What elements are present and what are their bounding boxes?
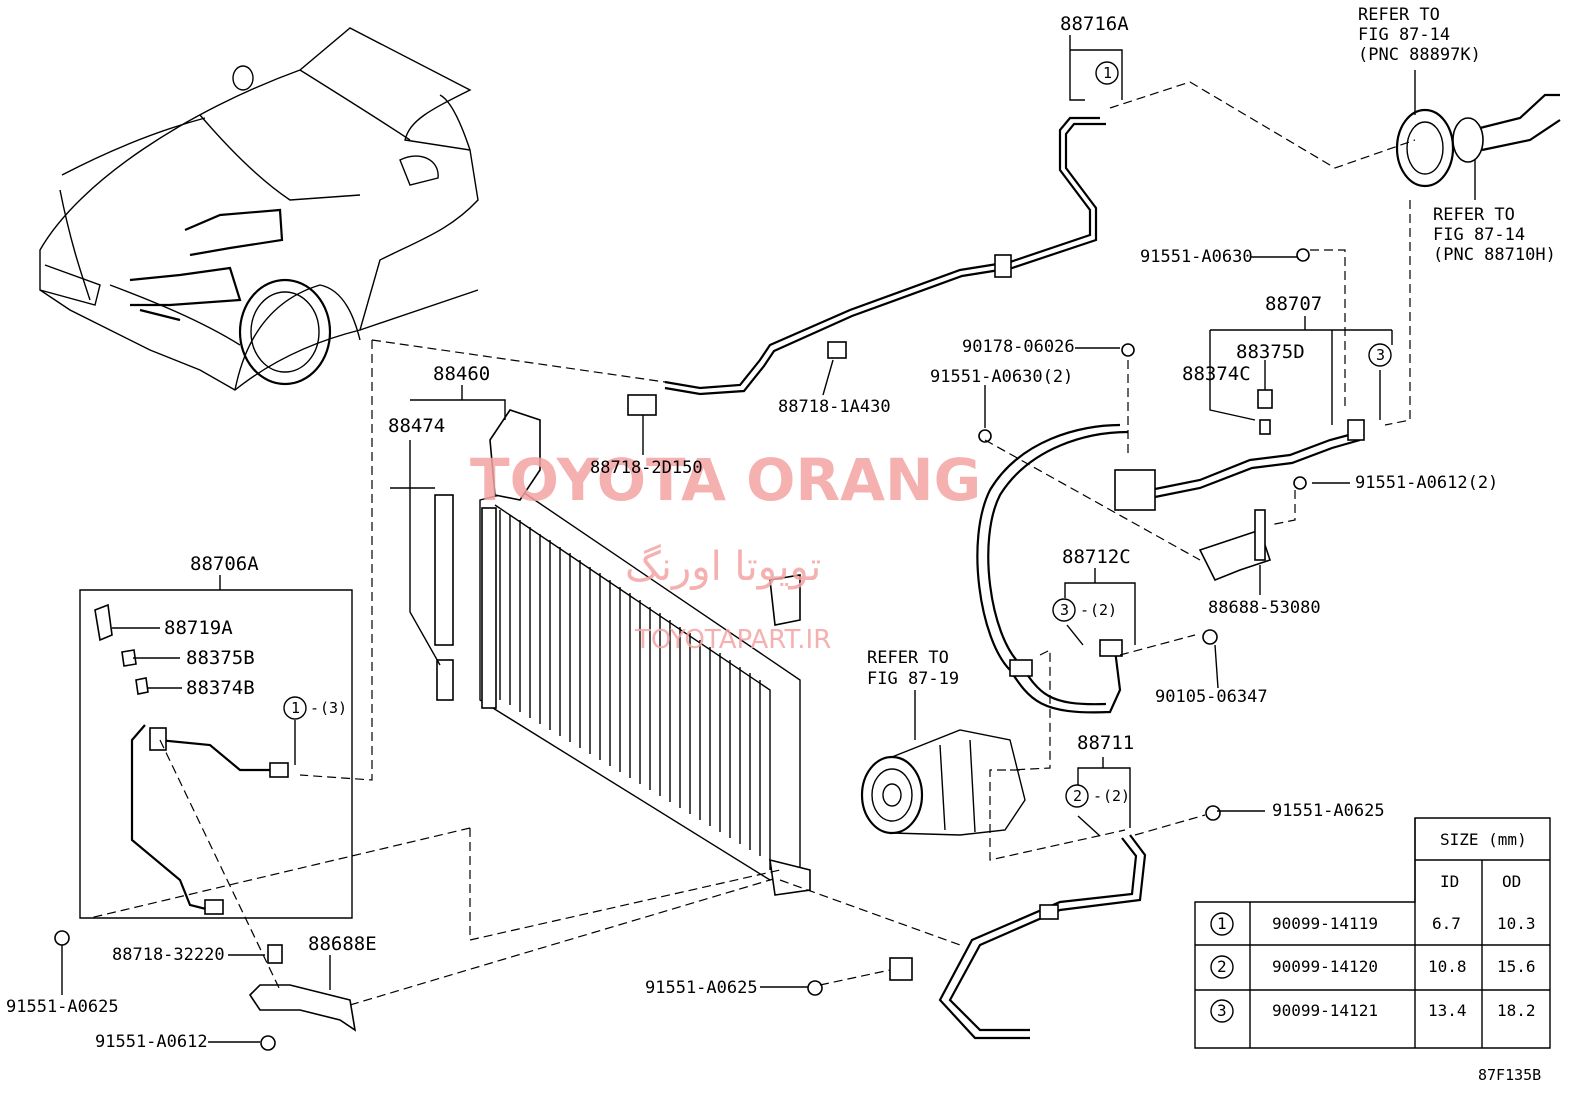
ring-qty-2: (2): [1103, 787, 1130, 805]
label-91551-A0625-bottom[interactable]: 91551-A0625: [645, 978, 758, 998]
ring-dash-3: -: [1080, 601, 1089, 619]
ring-number-1-top: 1: [1103, 64, 1112, 82]
label-88707[interactable]: 88707: [1265, 293, 1322, 315]
ring-qty-1: (3): [320, 699, 347, 717]
size-table-ring: 2: [1217, 957, 1227, 976]
label-88374B[interactable]: 88374B: [186, 677, 255, 699]
label-90105-06347[interactable]: 90105-06347: [1155, 687, 1268, 707]
label-91551-A0625-left[interactable]: 91551-A0625: [6, 997, 119, 1017]
label-91551-A0612-2[interactable]: 91551-A0612(2): [1355, 473, 1498, 493]
o-ring-size-table: SIZE (mm) ID OD 1 90099-14119 6.7 10.3 2…: [1194, 817, 1551, 1049]
watermark-line2: تویوتا اورنگ: [625, 544, 821, 590]
leader-lines: [61, 35, 1476, 1043]
label-88688-53080[interactable]: 88688-53080: [1208, 598, 1321, 618]
dashed-connection-lines: [89, 81, 1416, 1006]
watermark-line3: TOYOTAPART.IR: [634, 625, 831, 655]
size-table-ring: 3: [1217, 1001, 1227, 1020]
size-table-id: 6.7: [1432, 914, 1461, 933]
size-table-ring: 1: [1217, 914, 1227, 933]
label-88375D[interactable]: 88375D: [1236, 341, 1305, 363]
refer-top-line1: REFER TO: [1358, 5, 1440, 25]
label-88711[interactable]: 88711: [1077, 732, 1134, 754]
refer-right-line1: REFER TO: [1433, 205, 1515, 225]
refer-pulley-drawing: [1395, 93, 1561, 188]
ring-number-2: 2: [1073, 787, 1082, 805]
refer-right-line3: (PNC 88710H): [1433, 245, 1556, 265]
label-88688E[interactable]: 88688E: [308, 933, 377, 955]
size-table-id: 10.8: [1428, 957, 1467, 976]
size-table-col-od: OD: [1502, 872, 1521, 891]
ring-dash-1: -: [310, 699, 319, 717]
liquid-pipe-88706A: [94, 603, 289, 915]
bolt-shapes: [54, 248, 1310, 1051]
size-table-od: 15.6: [1497, 957, 1536, 976]
ring-number-1: 1: [291, 699, 300, 717]
hose-88711: [889, 834, 1147, 1040]
label-91551-A0625-right[interactable]: 91551-A0625: [1272, 801, 1385, 821]
watermark: TOYOTA ORANG تویوتا اورنگ TOYOTAPART.IR: [470, 446, 981, 655]
label-88719A[interactable]: 88719A: [164, 617, 233, 639]
label-91551-A0630-2[interactable]: 91551-A0630(2): [930, 367, 1073, 387]
ring-dash-2: -: [1093, 787, 1102, 805]
label-88712C[interactable]: 88712C: [1062, 546, 1131, 568]
pipe-88707: [1114, 389, 1365, 511]
figure-code: 87F135B: [1478, 1066, 1541, 1084]
label-88460[interactable]: 88460: [433, 363, 490, 385]
ring-qty-3: (2): [1090, 601, 1117, 619]
size-table-od: 10.3: [1497, 914, 1536, 933]
size-table-part[interactable]: 90099-14121: [1272, 1001, 1378, 1020]
refer-mid-line1: REFER TO: [867, 648, 949, 668]
label-88718-1A430[interactable]: 88718-1A430: [778, 397, 891, 417]
ring-number-3: 3: [1060, 601, 1069, 619]
label-88474[interactable]: 88474: [388, 415, 445, 437]
size-table-part[interactable]: 90099-14119: [1272, 914, 1378, 933]
bracket-88688-53080: [1198, 509, 1272, 582]
refer-top-line2[interactable]: FIG 87-14: [1358, 25, 1450, 45]
refer-mid-line2[interactable]: FIG 87-19: [867, 669, 959, 689]
label-88718-2D150[interactable]: 88718-2D150: [590, 458, 703, 478]
label-91551-A0630-top[interactable]: 91551-A0630: [1140, 247, 1253, 267]
size-table-id: 13.4: [1428, 1001, 1467, 1020]
label-88716A[interactable]: 88716A: [1060, 13, 1129, 35]
label-88374C[interactable]: 88374C: [1182, 363, 1251, 385]
car-locator-illustration: [39, 27, 479, 391]
o-ring-markers: [283, 61, 1392, 808]
label-90178-06026[interactable]: 90178-06026: [962, 337, 1075, 357]
ring-number-3-top: 3: [1376, 346, 1385, 364]
refer-right-line2[interactable]: FIG 87-14: [1433, 225, 1525, 245]
condenser-fins: [499, 510, 761, 856]
refer-top-line3: (PNC 88897K): [1358, 45, 1481, 65]
discharge-pipe-88716A: [627, 116, 1106, 416]
condenser-assembly-drawing: [434, 409, 811, 896]
label-88706A[interactable]: 88706A: [190, 553, 259, 575]
label-88718-32220[interactable]: 88718-32220: [112, 945, 225, 965]
watermark-line1: TOYOTA ORANG: [470, 446, 981, 514]
size-table-col-id: ID: [1440, 872, 1459, 891]
suction-hose-88712C: [976, 423, 1129, 714]
compressor-drawing: [860, 729, 1026, 836]
size-table-title: SIZE (mm): [1440, 830, 1527, 849]
bracket-88688E: [248, 944, 357, 1032]
size-table-part[interactable]: 90099-14120: [1272, 957, 1378, 976]
label-88375B[interactable]: 88375B: [186, 647, 255, 669]
part-labels: 88716A 1 REFER TO FIG 87-14 (PNC 88897K)…: [6, 5, 1556, 1084]
size-table-od: 18.2: [1497, 1001, 1536, 1020]
label-91551-A0612-bottom[interactable]: 91551-A0612: [95, 1032, 208, 1052]
